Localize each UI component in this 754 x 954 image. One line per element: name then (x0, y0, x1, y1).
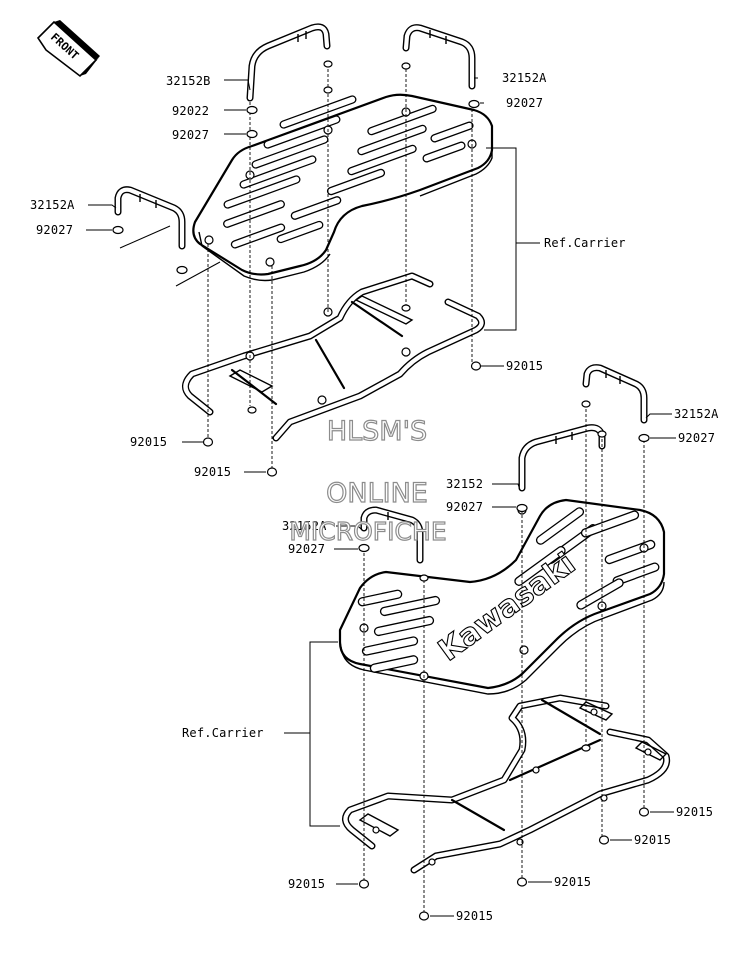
part-label-92015: 92015 (456, 909, 493, 923)
lower-assembly: Kawasaki (182, 364, 719, 923)
lower-rack-slots (357, 507, 660, 673)
part-label-92015: 92015 (506, 359, 543, 373)
upper-grab-handle-32152a-left (114, 186, 186, 250)
lower-grab-handle-32152a-right (582, 364, 648, 424)
part-label-32152b: 32152B (166, 74, 211, 88)
upper-rack-plate (192, 93, 494, 282)
part-label-92027: 92027 (446, 500, 483, 514)
part-label-92022: 92022 (172, 104, 209, 118)
upper-assembly: 32152B 32152A 92022 92027 92027 32152A 9… (30, 23, 626, 479)
lower-nuts (358, 400, 650, 921)
watermark: HLSM'S ONLINE MICROFICHE (289, 415, 447, 546)
ref-carrier-label: Ref.Carrier (544, 236, 626, 250)
lower-fastener-guide-lines (363, 404, 645, 914)
ref-carrier-label: Ref.Carrier (182, 726, 264, 740)
part-label-92027: 92027 (678, 431, 715, 445)
part-label-92015: 92015 (634, 833, 671, 847)
watermark-line-2: ONLINE (326, 478, 428, 509)
part-label-32152a: 32152A (282, 519, 327, 533)
upper-callout-labels: 32152B 32152A 92022 92027 92027 32152A 9… (30, 71, 626, 479)
lower-grab-handle-32152a-left (360, 506, 424, 564)
part-label-32152a: 32152A (502, 71, 547, 85)
lower-carrier-frame (342, 694, 671, 874)
part-label-92027: 92027 (172, 128, 209, 142)
upper-grab-handle-32152a-right (402, 24, 476, 90)
part-label-92027: 92027 (506, 96, 543, 110)
kawasaki-logo: Kawasaki (432, 546, 582, 668)
part-label-92015: 92015 (130, 435, 167, 449)
part-label-92015: 92015 (554, 875, 591, 889)
part-label-92027: 92027 (36, 223, 73, 237)
upper-nuts (112, 60, 482, 477)
part-label-92015: 92015 (194, 465, 231, 479)
upper-rack-slots (223, 95, 474, 249)
upper-fastener-guide-lines (207, 64, 473, 470)
upper-grab-handle-32152b (246, 23, 331, 102)
lower-callout-labels: 32152A 92027 32152 92027 32152A 92027 Re… (182, 407, 719, 923)
upper-carrier-frame (182, 272, 485, 442)
watermark-line-3: MICROFICHE (289, 517, 446, 546)
part-label-32152: 32152 (446, 477, 483, 491)
part-label-92027: 92027 (288, 542, 325, 556)
lower-grab-handle-32152 (518, 424, 606, 492)
part-label-92015: 92015 (676, 805, 713, 819)
lower-leader-lines (284, 413, 676, 917)
watermark-line-1: HLSM'S (327, 416, 427, 447)
part-label-92015: 92015 (288, 877, 325, 891)
part-label-32152a: 32152A (30, 198, 75, 212)
front-direction-arrow: FRONT (36, 20, 100, 78)
upper-leader-lines (86, 77, 540, 473)
part-label-32152a: 32152A (674, 407, 719, 421)
